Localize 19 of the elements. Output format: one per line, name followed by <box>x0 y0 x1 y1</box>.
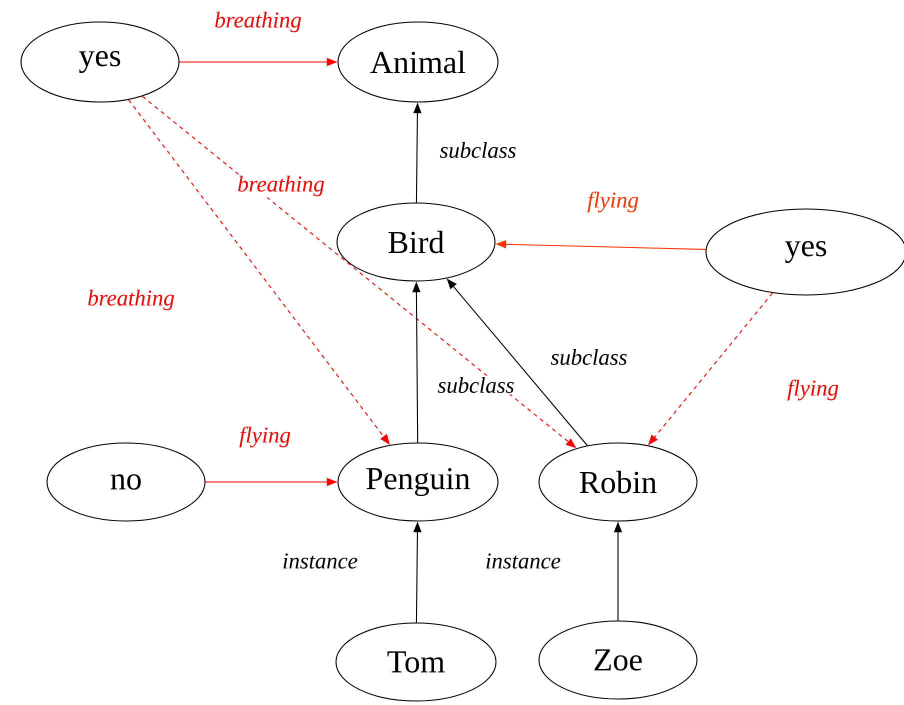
edge-label: breathing <box>236 174 326 198</box>
edge-label: breathing <box>86 288 176 312</box>
edge-label: subclass <box>549 348 629 366</box>
edge-label: subclass <box>436 376 516 394</box>
edge-label: flying <box>586 190 640 214</box>
ellipse-node: Robin <box>538 442 698 522</box>
edge-label: flying <box>786 378 840 402</box>
ellipse-node: yes <box>20 21 180 103</box>
edge-label: flying <box>238 425 292 449</box>
edge-label: instance <box>280 552 360 570</box>
ellipse-node: Zoe <box>538 620 698 700</box>
ellipse-node: Penguin <box>337 442 499 522</box>
ellipse-node: no <box>46 442 206 522</box>
ellipse-node: Animal <box>337 21 499 103</box>
edge-label: instance <box>484 552 562 570</box>
edge-label: breathing <box>213 10 303 34</box>
ellipse-node: Bird <box>336 202 496 282</box>
edge-label: subclass <box>438 140 518 160</box>
ellipse-node: Tom <box>335 622 497 702</box>
